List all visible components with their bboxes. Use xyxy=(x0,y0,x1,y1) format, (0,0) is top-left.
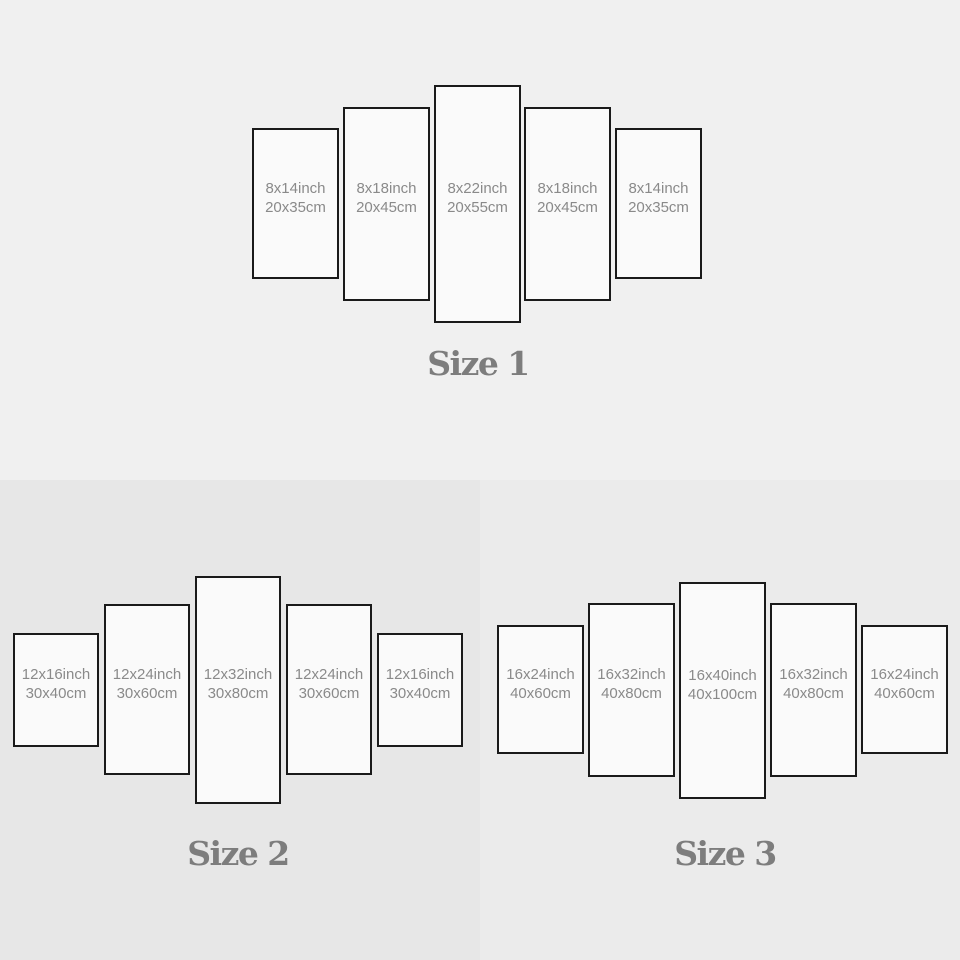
panel-cm-label: 40x100cm xyxy=(687,685,758,703)
size-1-panel-2: 8x18inch 20x45cm xyxy=(343,107,430,301)
panel-cm-label: 40x80cm xyxy=(783,685,844,702)
panel-cm-label: 30x60cm xyxy=(116,684,178,702)
panel-cm-label: 30x60cm xyxy=(298,684,360,702)
panel-cm-label: 20x55cm xyxy=(447,199,508,216)
panel-cm-label: 30x40cm xyxy=(389,685,451,702)
size-1-panel-3: 8x22inch 20x55cm xyxy=(434,85,521,323)
panel-inch-label: 8x22inch xyxy=(447,180,508,197)
panel-inch-label: 8x14inch xyxy=(628,179,689,197)
size-2-section: 12x16inch 30x40cm 12x24inch 30x60cm 12x3… xyxy=(0,480,480,960)
panel-inch-label: 12x24inch xyxy=(112,665,182,683)
panel-cm-label: 40x80cm xyxy=(601,685,662,702)
panel-cm-label: 40x60cm xyxy=(510,684,571,702)
panel-inch-label: 12x24inch xyxy=(294,665,364,683)
size-3-panel-4: 16x32inch 40x80cm xyxy=(770,603,857,777)
size-2-panel-5: 12x16inch 30x40cm xyxy=(377,633,463,747)
size-1-panel-4: 8x18inch 20x45cm xyxy=(524,107,611,301)
panel-inch-label: 16x32inch xyxy=(597,666,666,683)
size-1-section: 8x14inch 20x35cm 8x18inch 20x45cm 8x22in… xyxy=(0,0,960,480)
panel-cm-label: 20x45cm xyxy=(537,199,598,216)
panel-inch-label: 12x16inch xyxy=(21,666,91,683)
size-1-panel-5: 8x14inch 20x35cm xyxy=(615,128,702,279)
panel-cm-label: 20x35cm xyxy=(265,198,326,216)
size-3-panel-5: 16x24inch 40x60cm xyxy=(861,625,948,754)
size-3-panel-3: 16x40inch 40x100cm xyxy=(679,582,766,799)
panel-inch-label: 16x32inch xyxy=(779,666,848,683)
panel-inch-label: 12x16inch xyxy=(385,666,455,683)
size-3-panel-1: 16x24inch 40x60cm xyxy=(497,625,584,754)
panel-inch-label: 16x24inch xyxy=(870,665,939,683)
size-2-panel-1: 12x16inch 30x40cm xyxy=(13,633,99,747)
panel-inch-label: 8x18inch xyxy=(356,180,417,197)
size-2-title: Size 2 xyxy=(187,834,290,873)
panel-inch-label: 16x40inch xyxy=(688,666,757,684)
panel-inch-label: 12x32inch xyxy=(203,666,273,683)
panel-cm-label: 30x40cm xyxy=(25,685,87,702)
panel-inch-label: 16x24inch xyxy=(506,665,575,683)
panel-cm-label: 20x45cm xyxy=(356,199,417,216)
size-2-panel-4: 12x24inch 30x60cm xyxy=(286,604,372,775)
size-2-panel-2: 12x24inch 30x60cm xyxy=(104,604,190,775)
size-2-panel-3: 12x32inch 30x80cm xyxy=(195,576,281,804)
size-3-panel-2: 16x32inch 40x80cm xyxy=(588,603,675,777)
size-3-title: Size 3 xyxy=(674,834,777,873)
panel-cm-label: 20x35cm xyxy=(628,198,689,216)
panel-cm-label: 30x80cm xyxy=(207,685,269,702)
panel-cm-label: 40x60cm xyxy=(874,684,935,702)
size-1-title: Size 1 xyxy=(427,344,530,383)
size-1-panel-1: 8x14inch 20x35cm xyxy=(252,128,339,279)
size-3-section: 16x24inch 40x60cm 16x32inch 40x80cm 16x4… xyxy=(480,480,960,960)
panel-inch-label: 8x14inch xyxy=(265,179,326,197)
panel-inch-label: 8x18inch xyxy=(537,180,598,197)
